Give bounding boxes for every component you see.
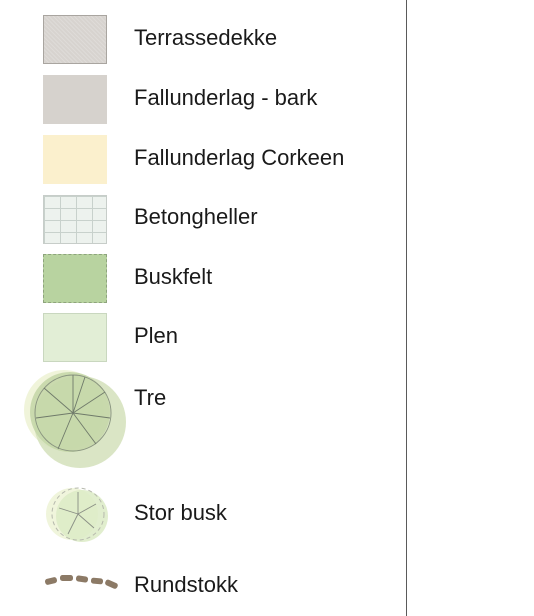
map-legend: Terrassedekke Fallunderlag - bark Fallun… [24,15,345,597]
legend-label-terrassedekke: Terrassedekke [134,25,278,50]
fallunderlag-bark-swatch [43,75,107,124]
map-frame-divider [406,0,407,616]
fallunderlag-corkeen-swatch [43,135,107,184]
buskfelt-swatch [43,254,107,303]
log-row-icon [44,575,118,589]
legend-label-betongheller: Betongheller [134,204,258,229]
shrub-icon [46,487,108,542]
legend-label-buskfelt: Buskfelt [134,264,213,289]
legend-label-stor-busk: Stor busk [134,500,227,525]
betongheller-swatch [43,195,107,244]
terrassedekke-swatch [43,15,107,64]
legend-label-rundstokk: Rundstokk [134,572,238,597]
legend-label-plen: Plen [134,323,179,348]
tree-canopy-icon [24,370,126,468]
legend-label-fallunderlag-corkeen: Fallunderlag Corkeen [134,145,345,170]
legend-label-fallunderlag-bark: Fallunderlag - bark [134,85,318,110]
plen-swatch [43,313,107,362]
legend-label-tre: Tre [134,385,167,410]
